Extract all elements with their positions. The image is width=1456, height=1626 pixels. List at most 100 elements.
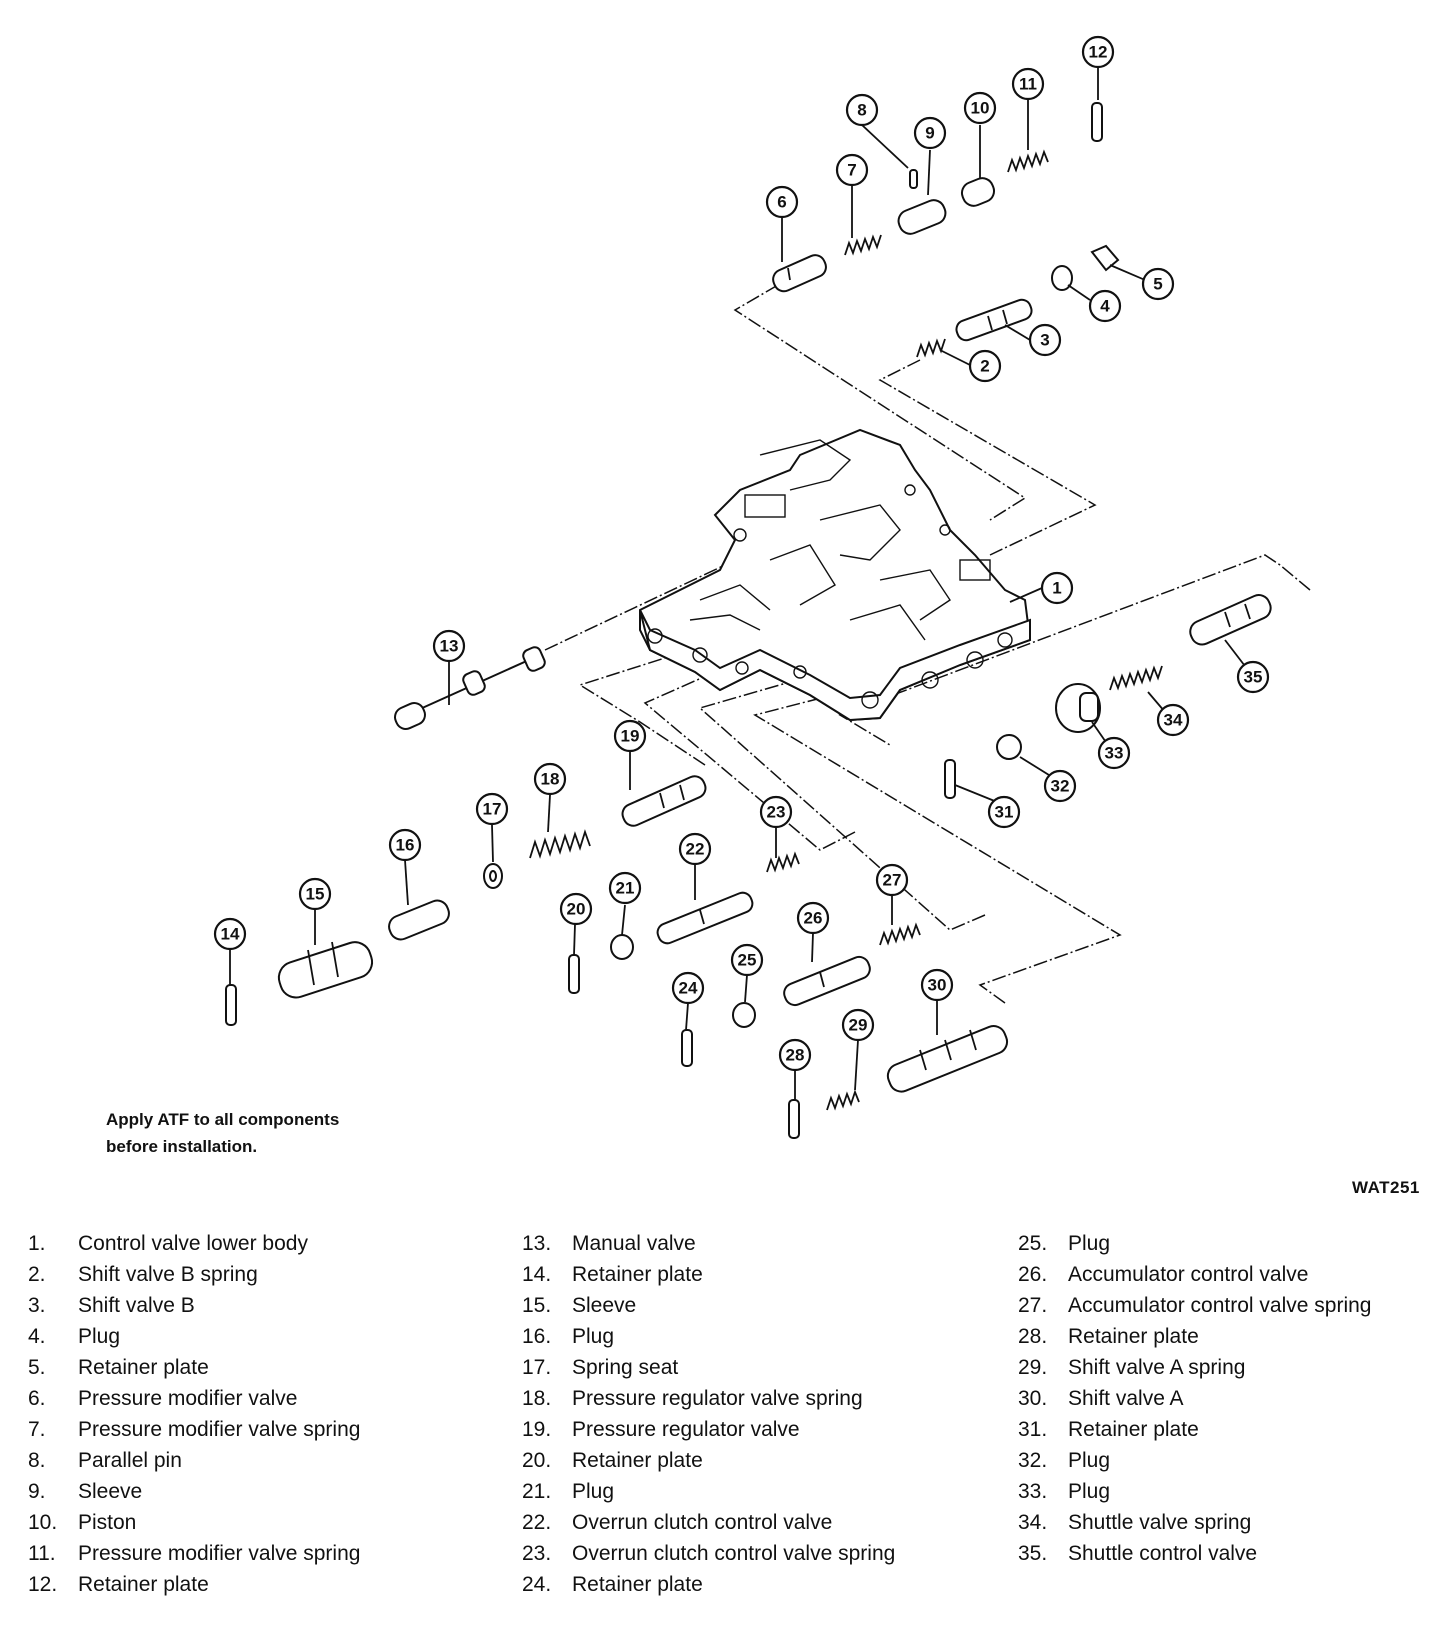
svg-text:25: 25 bbox=[738, 951, 757, 970]
legend-item: 19.Pressure regulator valve bbox=[522, 1418, 800, 1441]
callout-33: 33 bbox=[1097, 736, 1131, 770]
svg-text:4: 4 bbox=[1100, 297, 1110, 316]
retainer-plate-24 bbox=[681, 1029, 693, 1067]
legend-item: 7.Pressure modifier valve spring bbox=[28, 1418, 361, 1441]
legend-item: 33.Plug bbox=[1018, 1480, 1111, 1503]
leader-lines bbox=[229, 68, 1249, 1100]
plug-25 bbox=[732, 1002, 756, 1028]
legend-item: 30.Shift valve A bbox=[1018, 1387, 1184, 1410]
legend-item: 8.Parallel pin bbox=[28, 1449, 182, 1472]
spring-seat bbox=[483, 863, 503, 889]
legend-item: 28.Retainer plate bbox=[1018, 1325, 1199, 1348]
callout-29: 29 bbox=[841, 1008, 875, 1042]
callout-10: 10 bbox=[963, 91, 997, 125]
svg-text:20: 20 bbox=[567, 900, 586, 919]
shuttle-control-valve bbox=[1189, 594, 1272, 646]
retainer-plate-20 bbox=[568, 954, 580, 994]
plug-4 bbox=[1051, 265, 1073, 291]
callout-24: 24 bbox=[671, 971, 705, 1005]
svg-text:2: 2 bbox=[980, 357, 989, 376]
pressure-modifier-valve-spring-11 bbox=[1007, 149, 1049, 173]
callout-27: 27 bbox=[875, 863, 909, 897]
svg-text:22: 22 bbox=[686, 840, 705, 859]
legend-column-3: 25.Plug 26.Accumulator control valve 27.… bbox=[1018, 1232, 1456, 1573]
svg-text:16: 16 bbox=[396, 836, 415, 855]
legend-item: 11.Pressure modifier valve spring bbox=[28, 1542, 361, 1565]
assembly-lines bbox=[544, 284, 1311, 1004]
legend-item: 2.Shift valve B spring bbox=[28, 1263, 258, 1286]
plug-33 bbox=[1055, 683, 1101, 733]
manual-valve bbox=[394, 646, 546, 730]
figure-code: WAT251 bbox=[1352, 1178, 1420, 1197]
legend-item: 35.Shuttle control valve bbox=[1018, 1542, 1258, 1565]
callout-7: 7 bbox=[835, 153, 869, 187]
pressure-modifier-valve bbox=[772, 254, 827, 293]
svg-text:18: 18 bbox=[541, 770, 560, 789]
svg-text:24: 24 bbox=[679, 979, 698, 998]
svg-text:34: 34 bbox=[1164, 711, 1183, 730]
callout-23: 23 bbox=[759, 795, 793, 829]
callout-31: 31 bbox=[987, 795, 1021, 829]
callout-19: 19 bbox=[613, 719, 647, 753]
legend-column-1: 1.Control valve lower body 2.Shift valve… bbox=[28, 1232, 498, 1604]
legend-item: 21.Plug bbox=[522, 1480, 615, 1503]
svg-text:21: 21 bbox=[616, 879, 635, 898]
callout-2: 2 bbox=[968, 349, 1002, 383]
svg-text:35: 35 bbox=[1244, 668, 1263, 687]
legend-item: 22.Overrun clutch control valve bbox=[522, 1511, 833, 1534]
legend-item: 32.Plug bbox=[1018, 1449, 1111, 1472]
callout-30: 30 bbox=[920, 968, 954, 1002]
svg-text:29: 29 bbox=[849, 1016, 868, 1035]
shuttle-valve-spring bbox=[1109, 665, 1163, 691]
callout-32: 32 bbox=[1043, 769, 1077, 803]
pressure-regulator-valve-spring bbox=[529, 829, 591, 859]
legend-item: 29.Shift valve A spring bbox=[1018, 1356, 1246, 1379]
sleeve-9 bbox=[897, 199, 947, 235]
callout-13: 13 bbox=[432, 629, 466, 663]
svg-text:28: 28 bbox=[786, 1046, 805, 1065]
legend-item: 10.Piston bbox=[28, 1511, 137, 1534]
legend-item: 15.Sleeve bbox=[522, 1294, 637, 1317]
legend-item: 3.Shift valve B bbox=[28, 1294, 195, 1317]
callout-28: 28 bbox=[778, 1038, 812, 1072]
callout-8: 8 bbox=[845, 93, 879, 127]
svg-text:27: 27 bbox=[883, 871, 902, 890]
svg-text:26: 26 bbox=[804, 909, 823, 928]
callout-21: 21 bbox=[608, 871, 642, 905]
svg-text:17: 17 bbox=[483, 800, 502, 819]
legend-item: 5.Retainer plate bbox=[28, 1356, 209, 1379]
plug-16 bbox=[388, 899, 450, 941]
callout-4: 4 bbox=[1088, 289, 1122, 323]
legend-item: 6.Pressure modifier valve bbox=[28, 1387, 298, 1410]
legend-item: 9.Sleeve bbox=[28, 1480, 143, 1503]
callout-6: 6 bbox=[765, 185, 799, 219]
callout-18: 18 bbox=[533, 762, 567, 796]
callout-25: 25 bbox=[730, 943, 764, 977]
callout-12: 12 bbox=[1081, 35, 1115, 69]
retainer-plate-31 bbox=[944, 759, 956, 799]
svg-text:9: 9 bbox=[925, 124, 934, 143]
shift-valve-a-spring bbox=[826, 1089, 860, 1111]
shift-valve-a bbox=[886, 1025, 1009, 1093]
legend-item: 24.Retainer plate bbox=[522, 1573, 703, 1596]
svg-text:6: 6 bbox=[777, 193, 786, 212]
svg-text:14: 14 bbox=[221, 925, 240, 944]
legend-item: 13.Manual valve bbox=[522, 1232, 696, 1255]
callout-35: 35 bbox=[1236, 660, 1270, 694]
retainer-plate-14 bbox=[225, 984, 237, 1026]
legend-column-2: 13.Manual valve 14.Retainer plate 15.Sle… bbox=[522, 1232, 992, 1604]
sleeve-15 bbox=[277, 941, 374, 999]
accumulator-control-valve-spring bbox=[879, 922, 921, 946]
legend-item: 4.Plug bbox=[28, 1325, 121, 1348]
legend-item: 23.Overrun clutch control valve spring bbox=[522, 1542, 896, 1565]
retainer-plate-28 bbox=[788, 1099, 800, 1139]
legend-item: 25.Plug bbox=[1018, 1232, 1111, 1255]
atf-note-line2: before installation. bbox=[106, 1137, 258, 1156]
svg-text:5: 5 bbox=[1153, 275, 1162, 294]
callout-17: 17 bbox=[475, 792, 509, 826]
shift-valve-b-spring bbox=[916, 338, 946, 358]
atf-note-line1: Apply ATF to all components bbox=[106, 1110, 340, 1129]
legend-item: 34.Shuttle valve spring bbox=[1018, 1511, 1252, 1534]
svg-text:31: 31 bbox=[995, 803, 1014, 822]
svg-text:33: 33 bbox=[1105, 744, 1124, 763]
